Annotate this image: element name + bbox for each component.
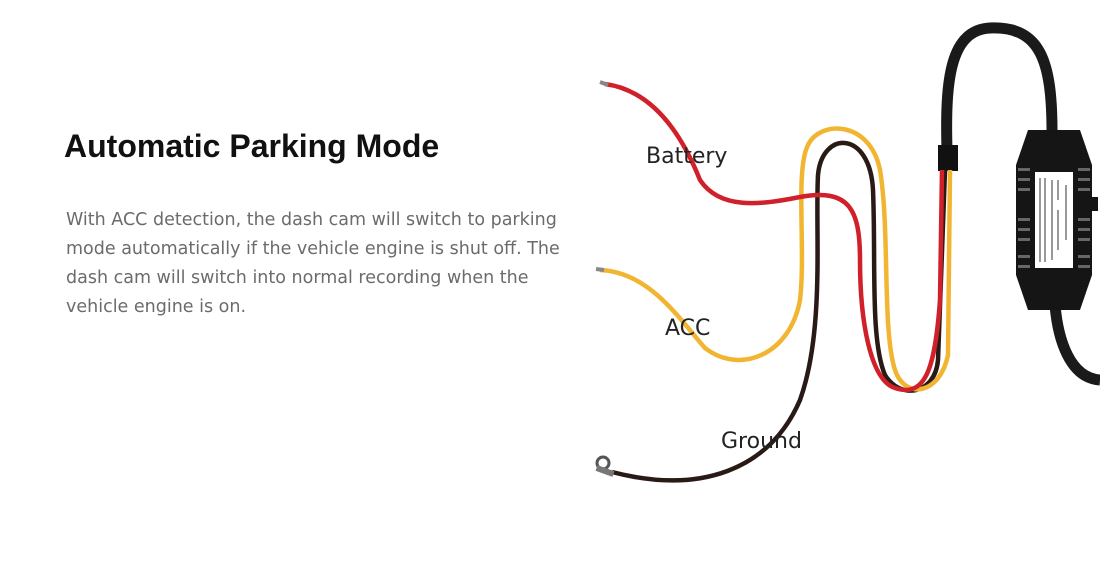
ring-terminal-icon — [595, 455, 615, 477]
wire-connector — [938, 145, 958, 171]
battery-wire-tip — [599, 80, 609, 87]
description: With ACC detection, the dash cam will sw… — [66, 210, 560, 317]
ground-wire — [611, 140, 948, 483]
output-cable — [1049, 304, 1100, 386]
acc-label: ACC — [665, 316, 710, 341]
battery-wire — [604, 81, 945, 393]
battery-label: Battery — [646, 144, 727, 169]
page-title: Automatic Parking Mode — [64, 128, 440, 164]
acc-wire-tip — [595, 267, 605, 272]
power-cable — [941, 22, 1058, 151]
ground-label: Ground — [721, 429, 802, 454]
hardwire-converter-box — [1016, 130, 1098, 310]
acc-wire — [599, 126, 953, 392]
